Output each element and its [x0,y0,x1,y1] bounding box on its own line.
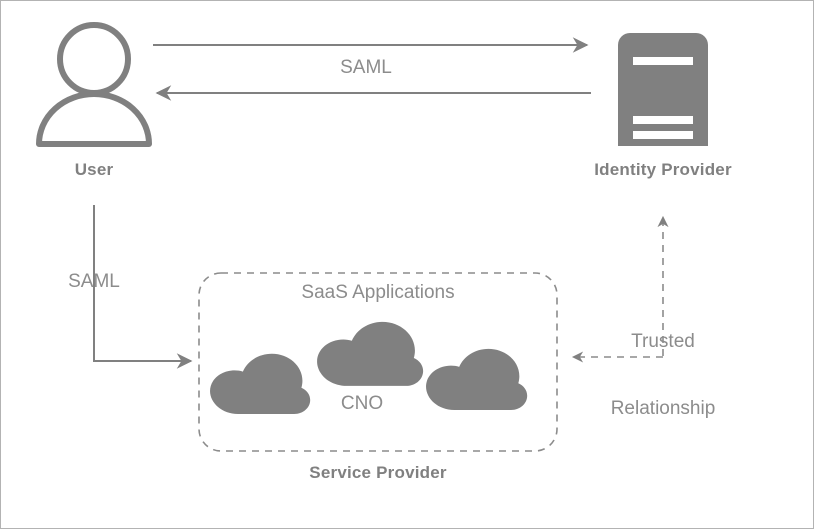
server-slot-1 [633,57,693,65]
trusted-relationship-line-1: Trusted [631,330,695,352]
trusted-relationship-label: Trusted Relationship [611,286,716,465]
saas-applications-label: SaaS Applications [301,282,455,303]
user-icon [36,22,152,147]
connector-user-to-service-provider [93,205,193,369]
trusted-relationship-line-2: Relationship [610,398,716,420]
server-slot-2 [633,116,693,124]
cno-label: CNO [340,393,384,414]
user-label: User [74,160,114,179]
service-provider-label: Service Provider [309,463,447,482]
cloud-right [426,348,528,410]
identity-provider-label: Identity Provider [594,160,732,179]
cloud-left [210,353,311,414]
connector-trusted-relationship [571,215,669,363]
service-provider-box [198,272,558,452]
saml-top-label: SAML [340,57,392,78]
server-rack-icon [618,33,708,146]
cloud-center [317,321,424,386]
saml-left-label: SAML [68,271,120,292]
server-slot-3 [633,131,693,139]
